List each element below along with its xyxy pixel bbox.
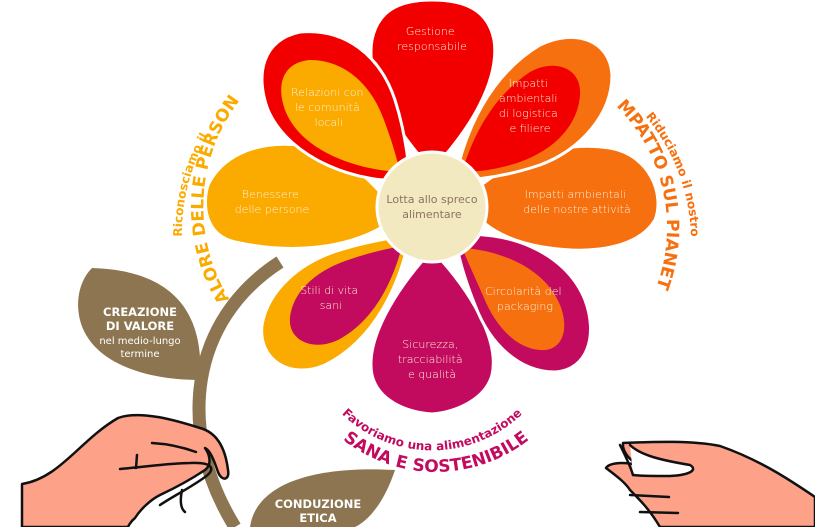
petal-label-stili: Stili di vita sani (300, 284, 362, 312)
right-hand-illustration (604, 440, 815, 527)
leaf-left-title-1: CREAZIONE (103, 305, 177, 319)
petal-label-nostre-attivita: Impatti ambientali delle nostre attività (523, 188, 630, 216)
leaf-left-title-2: DI VALORE (106, 319, 174, 333)
leaf-left-sub-2: termine (120, 349, 159, 360)
center-disk (375, 150, 489, 264)
petal-labels: Gestione responsabile Impatti ambientali… (235, 25, 631, 381)
petal-label-logistica: Impatti ambientali di logistica e filier… (499, 77, 561, 135)
left-hand-illustration (20, 413, 230, 527)
arc-left-big: VALORE DELLE PERSONE (0, 0, 244, 307)
center-line-2: alimentare (402, 208, 462, 221)
leaf-bottom-title-2: ETICA (299, 511, 336, 525)
stem (192, 256, 284, 527)
leaf-conduzione-etica: CONDUZIONE ETICA (250, 469, 395, 527)
petal-label-gestione: Gestione responsabile (397, 25, 467, 53)
petal-label-relazioni: Relazioni con le comunità locali (291, 86, 367, 129)
leaf-creazione-di-valore: CREAZIONE DI VALORE nel medio-lungo term… (78, 268, 201, 380)
center-line-1: Lotta allo spreco (386, 193, 477, 206)
petal-label-circolarita: Circolarità del packaging (485, 285, 565, 313)
petal-label-sicurezza: Sicurezza, tracciabilità e qualità (398, 338, 466, 381)
leaf-bottom-title-1: CONDUZIONE (275, 497, 362, 511)
petal-label-benessere: Benessere delle persone (235, 188, 310, 216)
leaf-left-sub-1: nel medio-lungo (99, 336, 180, 347)
